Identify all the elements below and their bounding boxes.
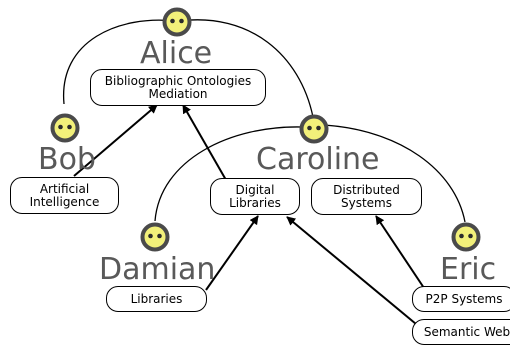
topic-semantic-web: Semantic Web [412, 319, 510, 345]
bob-face-icon [50, 113, 80, 143]
link-alice-caroline [178, 19, 314, 118]
person-name-damian: Damian [99, 252, 216, 287]
arrow-eric-to-distributed-systems [375, 215, 425, 289]
alice-face-icon [162, 7, 192, 37]
topic-p2p-systems: P2P Systems [412, 286, 510, 312]
link-caroline-eric [323, 124, 466, 223]
arrow-caroline-to-bibliographic [182, 104, 227, 181]
topic-bibliographic-ontologies-mediation: Bibliographic Ontologies Mediation [90, 69, 266, 106]
eric-face-icon [451, 222, 481, 252]
arrow-bob-to-bibliographic [73, 104, 158, 177]
person-name-eric: Eric [440, 252, 497, 287]
topic-digital-libraries: Digital Libraries [210, 178, 300, 215]
person-name-alice: Alice [140, 36, 213, 71]
person-name-bob: Bob [38, 142, 96, 177]
arrow-damian-to-digital-libraries [205, 215, 259, 291]
arrow-semantic-web-to-digital-libraries [286, 216, 417, 325]
damian-face-icon [140, 222, 170, 252]
caroline-face-icon [299, 114, 329, 144]
link-alice-bob [63, 19, 176, 105]
topic-libraries: Libraries [106, 286, 207, 312]
person-name-caroline: Caroline [256, 142, 380, 177]
topic-distributed-systems: Distributed Systems [311, 178, 422, 215]
link-caroline-damian [154, 126, 304, 222]
topic-artificial-intelligence: Artificial Intelligence [10, 177, 119, 214]
